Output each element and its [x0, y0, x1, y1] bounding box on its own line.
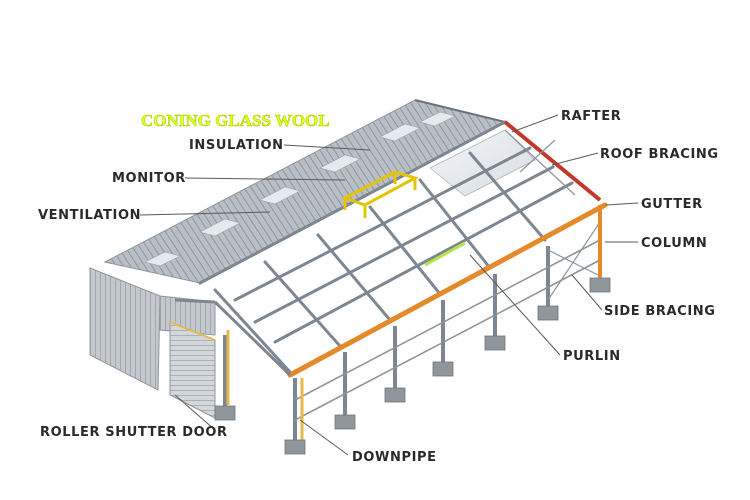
label-ventilation: VENTILATION: [38, 208, 141, 223]
leader-lines: [139, 114, 639, 456]
label-column: COLUMN: [641, 236, 707, 251]
side-girts: [294, 239, 601, 421]
downpipes: [226, 330, 304, 440]
label-purlin: PURLIN: [563, 349, 621, 364]
roller-shutter-door: [169, 321, 216, 419]
side-columns: [223, 218, 602, 440]
label-monitor: MONITOR: [112, 171, 186, 186]
label-side-bracing: SIDE BRACING: [604, 304, 716, 319]
label-gutter: GUTTER: [641, 197, 703, 212]
gutter-beam: [287, 202, 608, 378]
purlin-highlight: [424, 241, 466, 267]
monitor-frame: [341, 170, 419, 218]
label-roller-shutter-door: ROLLER SHUTTER DOOR: [40, 425, 228, 440]
roof-bracing: [504, 129, 576, 196]
brand-title: CONING GLASS WOOL: [141, 111, 330, 130]
roof-cladding: [103, 99, 507, 284]
label-rafter: RAFTER: [561, 109, 621, 124]
ventilation-strips: [144, 111, 456, 267]
roof-frame: [198, 120, 574, 374]
front-gable-frame: [174, 298, 292, 377]
label-downpipe: DOWNPIPE: [352, 450, 437, 465]
ridge: [414, 99, 506, 123]
label-insulation: INSULATION: [189, 138, 284, 153]
side-bracing: [547, 221, 601, 301]
footings: [214, 277, 611, 455]
rafter-beam: [503, 120, 602, 202]
label-roof-bracing: ROOF BRACING: [600, 147, 719, 162]
